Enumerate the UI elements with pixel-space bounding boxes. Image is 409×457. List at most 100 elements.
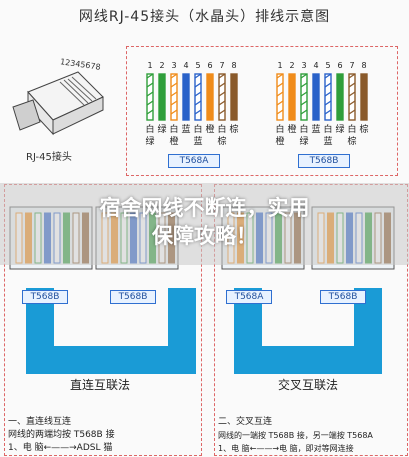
t568b-wire bbox=[348, 73, 356, 121]
t568b-wire bbox=[288, 73, 296, 121]
t568b-color-label: 棕 bbox=[359, 123, 368, 135]
t568a-pin-number: 4 bbox=[183, 61, 188, 70]
t568b-wire-stripe bbox=[348, 91, 356, 97]
t568b-label: T568B bbox=[298, 154, 350, 168]
t568a-wire bbox=[170, 73, 178, 121]
t568b-wire-stripe bbox=[276, 73, 284, 79]
t568a-wire-stripe bbox=[146, 82, 154, 88]
t568b-wire-stripe bbox=[276, 109, 284, 115]
t568a-pin-number: 5 bbox=[195, 61, 200, 70]
t568a-color-label: 棕 bbox=[229, 123, 238, 135]
t568b-wire bbox=[300, 73, 308, 121]
straight-left-tag: T568B bbox=[22, 290, 68, 304]
t568a-color-label: 橙 bbox=[169, 135, 178, 147]
t568b-wire-stripe bbox=[300, 91, 308, 97]
t568a-wire-stripe bbox=[170, 100, 178, 106]
t568b-color-label: 白 bbox=[275, 123, 284, 135]
t568a-wire-stripe bbox=[146, 91, 154, 97]
straight-right-tag: T568B bbox=[110, 290, 156, 304]
t568b-wire-stripe bbox=[324, 100, 332, 106]
t568b-wire-stripe bbox=[300, 73, 308, 79]
straight-cable-graphic bbox=[26, 288, 196, 374]
t568b-pin-number: 7 bbox=[349, 61, 354, 70]
t568a-wire-stripe bbox=[194, 100, 202, 106]
t568b-pin-number: 1 bbox=[277, 61, 282, 70]
t568a-wire-stripe bbox=[194, 73, 202, 79]
t568a-color-label: 蓝 bbox=[193, 135, 202, 147]
t568b-pin-number: 2 bbox=[289, 61, 294, 70]
t568a-wire-stripe bbox=[218, 109, 226, 115]
straight-note-title: 一、直连线互连 bbox=[8, 417, 72, 427]
cross-note-line2: 1、电 脑←——→电 脑，即对等网连接 bbox=[218, 444, 354, 453]
t568a-color-label: 绿 bbox=[145, 135, 154, 147]
t568b-wire-stripe bbox=[348, 73, 356, 79]
t568a-wire-stripe bbox=[194, 82, 202, 88]
t568a-wire-stripe bbox=[218, 82, 226, 88]
t568a-color-label: 蓝 bbox=[181, 123, 190, 135]
t568b-pin-number: 3 bbox=[301, 61, 306, 70]
t568a-label: T568A bbox=[168, 154, 220, 168]
t568a-color-label: 白 bbox=[193, 123, 202, 135]
t568a-wire-stripe bbox=[194, 91, 202, 97]
t568a-color-label: 白 bbox=[217, 123, 226, 135]
t568b-wire-stripe bbox=[348, 82, 356, 88]
t568b-color-label: 蓝 bbox=[323, 135, 332, 147]
t568b-wire-stripe bbox=[324, 82, 332, 88]
t568b-wire bbox=[324, 73, 332, 121]
t568b-color-label: 白 bbox=[299, 123, 308, 135]
t568a-wire-stripe bbox=[170, 109, 178, 115]
t568a-pin-number: 6 bbox=[207, 61, 212, 70]
t568a-wire-stripe bbox=[170, 91, 178, 97]
t568b-pin-number: 8 bbox=[361, 61, 366, 70]
banner-text: 宿舍网线不断连，实用 保障攻略！ bbox=[0, 194, 409, 250]
t568b-wire-stripe bbox=[276, 82, 284, 88]
t568a-wire-stripe bbox=[218, 91, 226, 97]
cross-left-tag: T568A bbox=[226, 290, 272, 304]
t568b-pin-number: 4 bbox=[313, 61, 318, 70]
t568a-wire-stripe bbox=[218, 73, 226, 79]
rj45-connector-illustration: 12345678 RJ-45接头 bbox=[8, 52, 108, 163]
cross-cable-graphic bbox=[234, 288, 382, 374]
t568a-color-label: 橙 bbox=[205, 123, 214, 135]
connector-label: RJ-45接头 bbox=[26, 152, 72, 163]
t568b-wire-stripe bbox=[300, 100, 308, 106]
t568b-wire-stripe bbox=[324, 91, 332, 97]
t568a-color-label: 白 bbox=[169, 123, 178, 135]
t568b-wire-stripe bbox=[276, 91, 284, 97]
t568b-color-label: 绿 bbox=[335, 123, 344, 135]
banner-overlay bbox=[0, 183, 409, 265]
t568a-pin-number: 7 bbox=[219, 61, 224, 70]
cross-note-line1: 网线的一端按 T568B 接，另一端按 T568A bbox=[218, 431, 373, 440]
t568b-wire-stripe bbox=[300, 109, 308, 115]
t568a-wire-stripe bbox=[146, 100, 154, 106]
cross-caption: 交叉互联法 bbox=[277, 378, 338, 392]
t568b-wire bbox=[276, 73, 284, 121]
t568b-wire-stripe bbox=[276, 100, 284, 106]
straight-note-line1: 网线的两端均按 T568B 接 bbox=[8, 430, 115, 440]
t568a-wire bbox=[218, 73, 226, 121]
t568b-color-label: 蓝 bbox=[311, 123, 320, 135]
banner-line-1: 宿舍网线不断连，实用 bbox=[99, 196, 310, 220]
t568a-wire bbox=[206, 73, 214, 121]
t568a-wire bbox=[230, 73, 238, 121]
t568a-wire-stripe bbox=[146, 73, 154, 79]
t568b-wire-stripe bbox=[324, 73, 332, 79]
t568a-pin-number: 1 bbox=[147, 61, 152, 70]
t568a-wire-stripe bbox=[194, 109, 202, 115]
t568b-wire-stripe bbox=[300, 82, 308, 88]
t568a-pin-number: 2 bbox=[159, 61, 164, 70]
t568b-wire bbox=[312, 73, 320, 121]
straight-caption: 直连互联法 bbox=[69, 378, 130, 392]
t568b-color-label: 绿 bbox=[299, 135, 308, 147]
t568b-color-label: 白 bbox=[347, 123, 356, 135]
t568b-color-label: 白 bbox=[323, 123, 332, 135]
t568b-wire-stripe bbox=[324, 109, 332, 115]
t568a-color-label: 白 bbox=[145, 123, 154, 135]
t568b-wire-stripe bbox=[348, 100, 356, 106]
t568a-wire bbox=[182, 73, 190, 121]
t568b-wire-stripe bbox=[348, 109, 356, 115]
wiring-standards-frame bbox=[126, 46, 398, 176]
t568b-pin-number: 5 bbox=[325, 61, 330, 70]
diagram-title: 网线RJ-45接头（水晶头）排线示意图 bbox=[78, 9, 331, 25]
